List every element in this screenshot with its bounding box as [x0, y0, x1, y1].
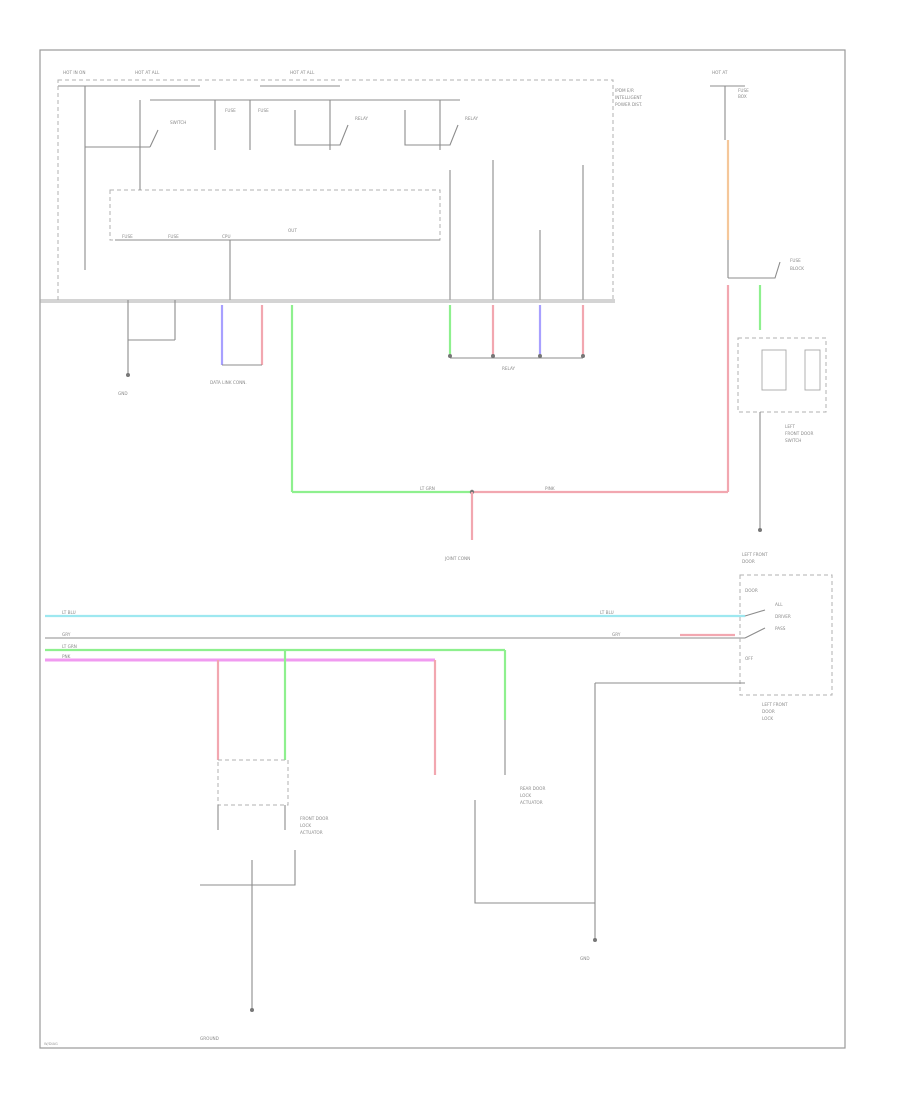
- relay-module: HOT IN ON HOT AT ALL HOT AT ALL SWITCH F…: [40, 70, 642, 303]
- svg-text:JOINT CONN: JOINT CONN: [444, 556, 470, 561]
- svg-text:LOCK: LOCK: [520, 793, 531, 798]
- splice-run: LT GRN PINK JOINT CONN: [290, 305, 728, 561]
- svg-text:GRY: GRY: [62, 632, 71, 637]
- svg-text:RELAY: RELAY: [502, 366, 516, 371]
- svg-text:INTELLIGENT: INTELLIGENT: [615, 95, 642, 100]
- right-column: HOT AT FUSE BOX FUSE BLOCK LEFT FRONT DO…: [710, 70, 827, 564]
- svg-text:FUSE: FUSE: [225, 108, 236, 113]
- svg-text:GRY: GRY: [612, 632, 621, 637]
- svg-text:OFF: OFF: [745, 656, 754, 661]
- svg-text:RELAY: RELAY: [465, 116, 479, 121]
- svg-text:SWITCH: SWITCH: [170, 120, 186, 125]
- footer-code: W/DIAG: [44, 1042, 58, 1046]
- svg-text:OUT: OUT: [288, 228, 297, 233]
- svg-text:FUSE: FUSE: [790, 258, 801, 263]
- svg-text:POWER DIST.: POWER DIST.: [615, 102, 642, 107]
- svg-text:BOX: BOX: [738, 94, 747, 99]
- svg-text:LT BLU: LT BLU: [62, 610, 76, 615]
- svg-text:LOCK: LOCK: [762, 716, 773, 721]
- svg-text:FUSE: FUSE: [258, 108, 269, 113]
- lower-actuators: FRONT DOOR LOCK ACTUATOR REAR DOOR LOCK …: [200, 650, 597, 1041]
- svg-text:ACTUATOR: ACTUATOR: [300, 830, 323, 835]
- svg-text:ALL: ALL: [775, 602, 783, 607]
- svg-text:HOT AT: HOT AT: [712, 70, 728, 75]
- svg-text:LT GRN: LT GRN: [62, 644, 77, 649]
- svg-text:LT BLU: LT BLU: [600, 610, 614, 615]
- svg-text:DATA LINK CONN.: DATA LINK CONN.: [210, 380, 247, 385]
- svg-text:FRONT DOOR: FRONT DOOR: [300, 816, 328, 821]
- svg-text:IPDM E/R: IPDM E/R: [615, 88, 634, 93]
- svg-text:FUSE: FUSE: [122, 234, 133, 239]
- svg-text:SWITCH: SWITCH: [785, 438, 801, 443]
- svg-text:ACTUATOR: ACTUATOR: [520, 800, 543, 805]
- svg-text:HOT AT ALL: HOT AT ALL: [135, 70, 160, 75]
- svg-text:LEFT FRONT: LEFT FRONT: [762, 702, 788, 707]
- door-switch-cluster: DOOR ALL DRIVER PASS OFF LEFT FRONT DOOR…: [594, 574, 833, 903]
- bus-lines: LT BLU GRY LT GRN PNK LT BLU GRY: [45, 610, 745, 662]
- svg-text:CPU: CPU: [222, 234, 231, 239]
- svg-text:PASS: PASS: [775, 626, 786, 631]
- svg-text:LEFT: LEFT: [785, 424, 795, 429]
- svg-text:GND: GND: [580, 956, 590, 961]
- svg-text:GROUND: GROUND: [200, 1036, 219, 1041]
- svg-text:PINK: PINK: [545, 486, 555, 491]
- svg-text:LOCK: LOCK: [300, 823, 311, 828]
- diagram-frame: [39, 49, 846, 1049]
- svg-text:LEFT FRONT: LEFT FRONT: [742, 552, 768, 557]
- svg-text:DOOR: DOOR: [742, 559, 755, 564]
- svg-text:RELAY: RELAY: [355, 116, 369, 121]
- svg-text:DRIVER: DRIVER: [775, 614, 791, 619]
- svg-text:PNK: PNK: [62, 654, 71, 659]
- svg-text:BLOCK: BLOCK: [790, 266, 804, 271]
- svg-text:REAR DOOR: REAR DOOR: [520, 786, 545, 791]
- svg-text:FUSE: FUSE: [738, 88, 749, 93]
- svg-text:HOT IN ON: HOT IN ON: [63, 70, 85, 75]
- right-harness: RELAY: [448, 305, 585, 371]
- svg-text:HOT AT ALL: HOT AT ALL: [290, 70, 315, 75]
- svg-text:LT GRN: LT GRN: [420, 486, 435, 491]
- svg-text:FRONT DOOR: FRONT DOOR: [785, 431, 813, 436]
- svg-text:DOOR: DOOR: [745, 588, 758, 593]
- svg-text:GND: GND: [118, 391, 128, 396]
- svg-text:FUSE: FUSE: [168, 234, 179, 239]
- module-connectors: DATA LINK CONN. GND: [118, 300, 264, 396]
- svg-text:DOOR: DOOR: [762, 709, 775, 714]
